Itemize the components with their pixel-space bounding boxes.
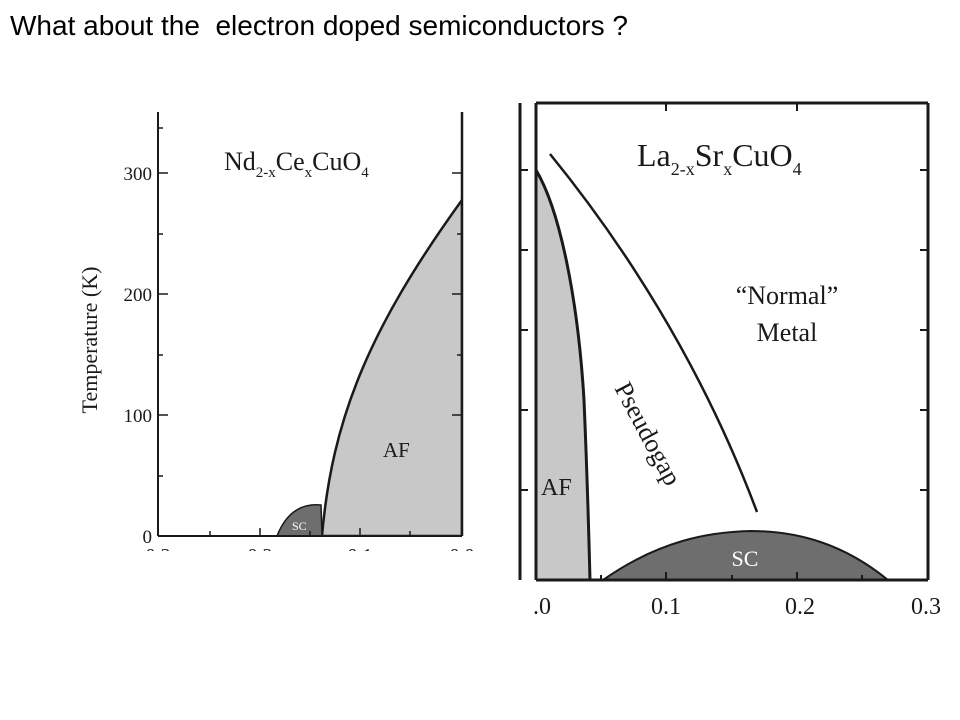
- left-x-ticks: [157, 528, 411, 536]
- right-x-tick-01: 0.1: [651, 594, 681, 620]
- right-compound-formula: La2-xSrxCuO4: [637, 137, 802, 179]
- left-af-label: AF: [383, 438, 410, 462]
- right-sc-label: SC: [732, 546, 759, 571]
- left-y-tick-100: 100: [124, 406, 153, 427]
- left-y-tick-0: 0: [143, 527, 153, 548]
- right-x-tick-00: .0: [533, 594, 551, 620]
- right-x-tick-02: 0.2: [785, 594, 815, 620]
- left-y-tick-300: 300: [124, 164, 153, 185]
- right-af-region: [536, 167, 592, 580]
- left-y-axis-label: Temperature (K): [77, 267, 102, 414]
- right-sc-region: [601, 529, 890, 580]
- right-outer-ticks: [520, 169, 528, 491]
- left-compound-formula: Nd2-xCexCuO4: [224, 147, 369, 181]
- right-pseudogap-line: [549, 153, 759, 513]
- right-x-tick-03: 0.3: [911, 594, 941, 620]
- right-pseudogap-label: Pseudogap: [609, 377, 688, 490]
- left-y-ticks: [158, 127, 462, 537]
- right-normal-label: “Normal”: [736, 281, 839, 310]
- left-y-tick-200: 200: [124, 285, 153, 306]
- left-af-region: [320, 197, 462, 536]
- right-phase-diagram: .0 0.1 0.2 0.3 La2-xSrxCuO4 “Normal” Met…: [518, 101, 941, 620]
- right-x-ticks: [600, 103, 928, 580]
- slide-title: What about the electron doped semiconduc…: [10, 10, 628, 41]
- right-metal-label: Metal: [757, 318, 818, 347]
- right-af-label: AF: [541, 475, 572, 501]
- left-sc-region: [276, 504, 323, 536]
- left-phase-diagram: 0 100 200 300 0.3 0.2 0.1 0.0 Temperatur…: [77, 112, 480, 571]
- left-sc-label: SC: [292, 519, 307, 533]
